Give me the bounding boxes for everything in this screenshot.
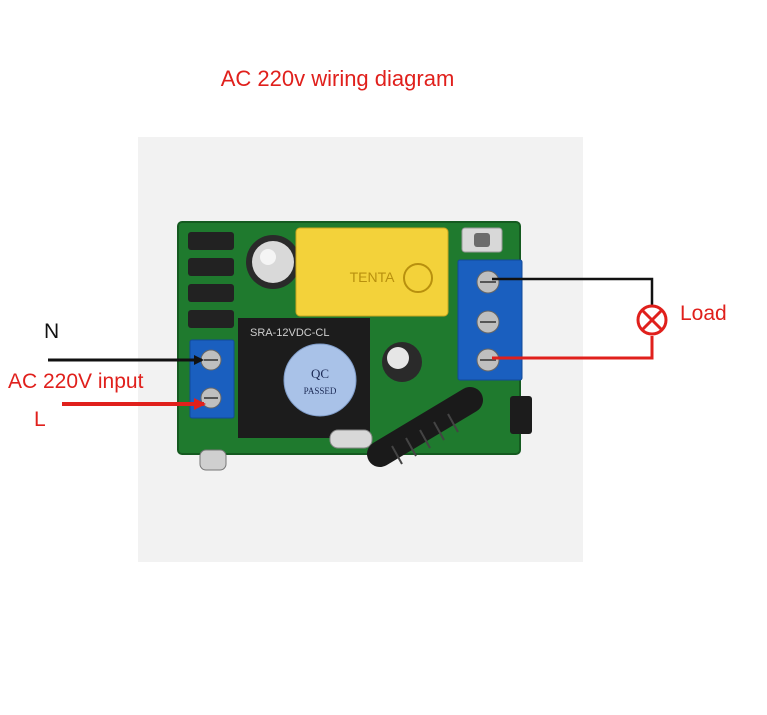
load-neutral-wire [492, 277, 654, 306]
relay-model: SRA-12VDC-CL [250, 327, 329, 339]
qc-label: QC [311, 366, 329, 381]
antenna-coil [367, 387, 483, 467]
output-terminal-block [457, 259, 523, 381]
crystal [329, 429, 373, 449]
diagram-title: AC 220v wiring diagram [220, 66, 455, 91]
load-live-wire [492, 336, 654, 360]
relay-module-board: TENTA SRA-12VDC-CL QC PASSED [177, 221, 532, 471]
capacitor-brand: TENTA [350, 269, 396, 285]
lamp-icon [636, 304, 668, 336]
relay: SRA-12VDC-CL QC PASSED [238, 318, 370, 438]
load-label: Load [680, 302, 727, 325]
input-terminal-block [189, 339, 235, 419]
qc-passed-label: PASSED [304, 386, 337, 396]
yellow-capacitor: TENTA [295, 227, 449, 317]
jumper [510, 396, 532, 434]
diode-array [188, 232, 234, 328]
ac-input-label: AC 220V input [8, 370, 144, 393]
live-label: L [34, 408, 46, 431]
neutral-label: N [44, 320, 60, 343]
electrolytic-capacitor [246, 235, 300, 289]
